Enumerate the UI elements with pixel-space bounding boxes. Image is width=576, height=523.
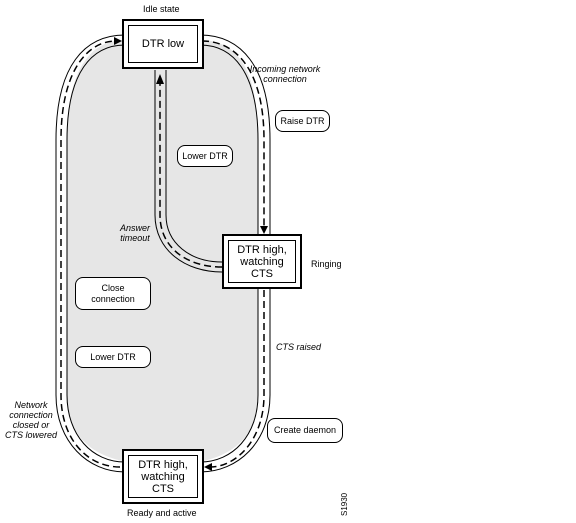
outer-track — [55, 34, 126, 473]
inner-track — [66, 44, 126, 463]
state-ready-text: DTR high, watching CTS — [128, 455, 198, 498]
transition-ready-to-idle — [60, 40, 121, 468]
state-box-ready: DTR high, watching CTS — [122, 449, 204, 504]
transition-label-answer-timeout: Answer timeout — [119, 223, 150, 243]
inner-track-right-lower — [199, 288, 259, 463]
action-close-connection: Close connection — [75, 277, 151, 310]
arrowhead-answer-timeout — [156, 74, 164, 84]
action-raise-dtr: Raise DTR — [275, 110, 330, 132]
state-box-idle: DTR low — [122, 19, 204, 69]
action-lower-dtr-top: Lower DTR — [177, 145, 233, 167]
transition-label-cts-raised: CTS raised — [276, 342, 322, 352]
arrowhead-to-idle — [114, 37, 122, 45]
answer-timeout-path-inner — [165, 70, 223, 263]
outer-track-right — [199, 34, 271, 473]
state-ringing-caption: Ringing — [311, 259, 342, 269]
action-create-daemon: Create daemon — [267, 418, 343, 443]
state-ready-caption: Ready and active — [127, 508, 197, 518]
transition-label-incoming: Incoming network connection — [249, 64, 321, 84]
transition-ringing-to-idle — [159, 82, 223, 268]
state-idle-text: DTR low — [128, 25, 198, 63]
state-box-ringing: DTR high, watching CTS — [222, 234, 302, 289]
answer-timeout-path-outer — [154, 70, 223, 273]
transition-idle-to-ringing — [201, 40, 265, 228]
state-idle-caption: Idle state — [143, 4, 180, 14]
transition-label-network-closed: Network connection closed or CTS lowered — [4, 400, 58, 440]
state-ringing-text: DTR high, watching CTS — [228, 240, 296, 283]
arrowhead-to-ringing — [260, 226, 268, 234]
figure-id: S1930 — [340, 492, 349, 516]
arrowhead-to-ready — [204, 463, 212, 471]
transition-ringing-to-ready — [209, 290, 265, 468]
action-lower-dtr-bottom: Lower DTR — [75, 346, 151, 368]
inner-track-right — [199, 44, 259, 235]
